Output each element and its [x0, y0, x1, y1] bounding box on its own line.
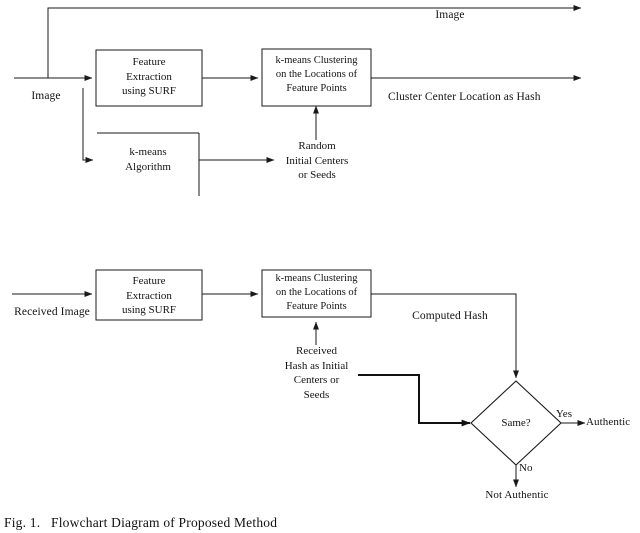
label-not-authentic: Not Authentic: [485, 489, 549, 501]
figure-caption: Fig. 1. Flowchart Diagram of Proposed Me…: [4, 515, 278, 530]
box-label-feature-extraction-upper: Feature Extraction using SURF: [121, 56, 177, 97]
label-no-branch: No: [519, 462, 533, 474]
edge-image-to-algorithm: [82, 88, 94, 163]
box-kmeans-clustering-upper: [261, 48, 372, 107]
box-feature-extraction-lower: [95, 269, 203, 321]
box-label-kmeans-clustering-lower: k-means Clustering on the Locations of F…: [275, 273, 358, 312]
label-received-image: Received Image: [14, 306, 90, 318]
received-hash-elbow: [358, 374, 471, 427]
label-decision-same: Same?: [501, 417, 531, 429]
upper-stage-connectors: [14, 4, 582, 163]
box-label-kmeans-algorithm: k-means Algorithm: [125, 146, 171, 173]
box-feature-extraction-upper: [95, 49, 203, 107]
label-cluster-center-hash: Cluster Center Location as Hash: [388, 91, 541, 103]
label-authentic: Authentic: [586, 416, 631, 428]
box-kmeans-algorithm: [97, 132, 200, 196]
edge-received-hash-to-decision: [358, 374, 471, 427]
label-input-image: Image: [31, 90, 61, 102]
decision-diamond-same: [470, 380, 562, 466]
label-computed-hash: Computed Hash: [412, 310, 488, 322]
label-received-hash-seeds: Received Hash as Initial Centers or Seed…: [284, 345, 349, 401]
box-label-feature-extraction-lower: Feature Extraction using SURF: [121, 275, 177, 316]
box-kmeans-clustering-lower: [261, 269, 372, 318]
box-label-kmeans-clustering-upper: k-means Clustering on the Locations of F…: [275, 55, 358, 94]
edge-computed-hash-to-decision: [371, 293, 520, 379]
label-random-initial-centers: Random Initial Centers or Seeds: [285, 140, 349, 181]
edge-image-bypass: [47, 4, 582, 78]
label-yes-branch: Yes: [555, 408, 573, 420]
label-bypass-image: Image: [435, 9, 465, 21]
